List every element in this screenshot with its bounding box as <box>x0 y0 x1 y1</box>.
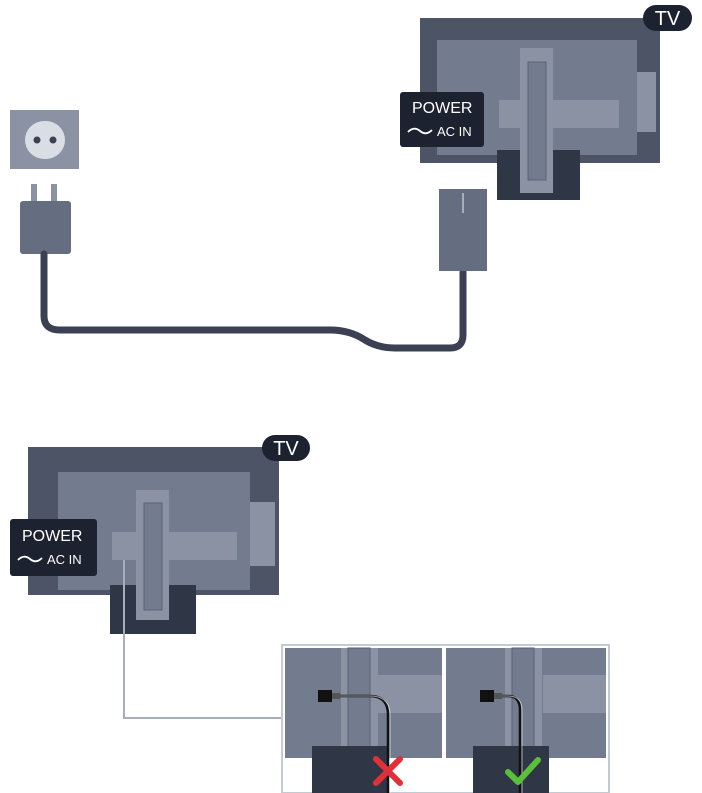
callout-wrong <box>285 647 442 793</box>
callout-right <box>446 647 606 793</box>
power-ac-in-label-top: POWER AC IN <box>400 92 484 147</box>
ac-wave-icon <box>17 555 43 563</box>
callout-leader-line <box>123 560 283 719</box>
ac-in-label: AC IN <box>437 124 472 139</box>
tv-badge-label: TV <box>655 8 681 30</box>
ac-wave-icon <box>407 127 433 135</box>
tv-connector-plug <box>439 189 487 271</box>
check-icon <box>505 757 541 785</box>
cross-icon <box>373 756 403 786</box>
wall-socket <box>10 110 79 169</box>
top-illustration: TV POWER AC IN <box>10 5 692 352</box>
power-label: POWER <box>412 100 472 117</box>
power-label: POWER <box>22 528 82 545</box>
tv-badge-bottom: TV <box>262 435 310 461</box>
tv-badge-label: TV <box>273 438 299 460</box>
ac-in-label: AC IN <box>47 552 82 567</box>
bottom-illustration: TV POWER AC IN <box>10 435 610 793</box>
tv-badge-top: TV <box>643 5 692 31</box>
power-ac-in-label-bottom: POWER AC IN <box>10 519 97 576</box>
wall-plug <box>20 184 71 254</box>
power-cable <box>40 250 467 352</box>
